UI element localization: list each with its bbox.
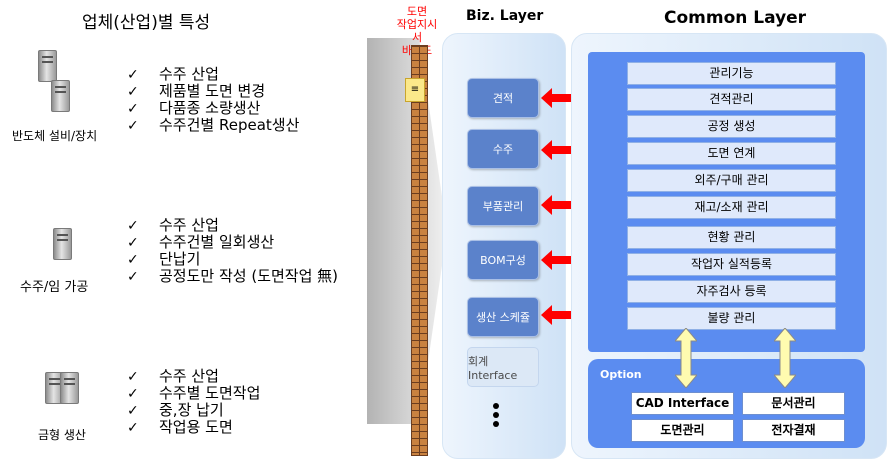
- list-item: ✓작업용 도면: [127, 418, 233, 437]
- more-dot: [493, 421, 499, 427]
- biz-schedule-button[interactable]: 생산 스케쥴: [467, 297, 539, 337]
- list-item: ✓다품종 소량생산: [127, 99, 261, 118]
- function-item[interactable]: 작업자 실적등록: [627, 253, 836, 276]
- vertical-double-arrow-icon: [774, 328, 796, 388]
- option-label: Option: [600, 368, 642, 381]
- double-arrow-icon: [541, 140, 587, 160]
- document-icon: ≡: [405, 78, 425, 102]
- segment-characteristics-list: ✓수주 산업 ✓수주별 도면작업 ✓중,장 납기 ✓작업용 도면: [127, 367, 261, 437]
- biz-order-button[interactable]: 수주: [467, 129, 539, 169]
- list-item: ✓수주별 도면작업: [127, 384, 261, 403]
- vertical-double-arrow-icon: [675, 328, 697, 388]
- check-icon: ✓: [127, 235, 139, 251]
- document-management-button[interactable]: 문서관리: [742, 392, 845, 415]
- server-icon: [38, 50, 78, 120]
- function-item[interactable]: 도면 연계: [627, 142, 836, 165]
- double-arrow-icon: [541, 88, 587, 108]
- function-item[interactable]: 공정 생성: [627, 115, 836, 138]
- function-item[interactable]: 자주검사 등록: [627, 280, 836, 303]
- double-arrow-icon: [541, 305, 587, 325]
- common-layer-title: Common Layer: [664, 8, 807, 28]
- check-icon: ✓: [127, 101, 139, 117]
- list-item: ✓공정도만 작성 (도면작업 無): [127, 267, 339, 286]
- industry-characteristics-title: 업체(산업)별 특성: [82, 13, 211, 33]
- check-icon: ✓: [127, 386, 139, 402]
- check-icon: ✓: [127, 403, 139, 419]
- more-dot: [493, 403, 499, 409]
- function-item[interactable]: 관리기능: [627, 62, 836, 85]
- list-item: ✓제품별 도면 변경: [127, 82, 266, 101]
- biz-layer-title: Biz. Layer: [466, 8, 544, 24]
- function-item[interactable]: 재고/소재 관리: [627, 196, 836, 219]
- function-item[interactable]: 현황 관리: [627, 226, 836, 249]
- biz-parts-button[interactable]: 부품관리: [467, 186, 539, 226]
- server-icon: [45, 368, 85, 410]
- list-item: ✓수주 산업: [127, 65, 219, 84]
- check-icon: ✓: [127, 269, 139, 285]
- e-approval-button[interactable]: 전자결재: [742, 419, 845, 442]
- function-item[interactable]: 외주/구매 관리: [627, 169, 836, 192]
- biz-accounting-interface-button[interactable]: 회계 Interface: [467, 347, 539, 387]
- list-item: ✓수주 산업: [127, 367, 219, 386]
- check-icon: ✓: [127, 420, 139, 436]
- check-icon: ✓: [127, 84, 139, 100]
- function-item[interactable]: 불량 관리: [627, 307, 836, 330]
- barcode-brick-strip: [411, 45, 428, 456]
- more-dot: [493, 412, 499, 418]
- check-icon: ✓: [127, 218, 139, 234]
- check-icon: ✓: [127, 252, 139, 268]
- segment-label-mold-production: 금형 생산: [38, 428, 86, 442]
- list-item: ✓수주건별 Repeat생산: [127, 116, 300, 135]
- biz-bom-button[interactable]: BOM구성: [467, 240, 539, 280]
- check-icon: ✓: [127, 67, 139, 83]
- double-arrow-icon: [541, 195, 587, 215]
- biz-estimate-button[interactable]: 견적: [467, 78, 539, 118]
- segment-label-contract-processing: 수주/임 가공: [20, 280, 89, 295]
- list-item: ✓수주건별 일회생산: [127, 233, 275, 252]
- list-item: ✓단납기: [127, 250, 201, 269]
- check-icon: ✓: [127, 369, 139, 385]
- drawing-management-button[interactable]: 도면관리: [631, 419, 734, 442]
- list-item: ✓중,장 납기: [127, 401, 224, 420]
- segment-label-semiconductor: 반도체 설비/장치: [12, 129, 98, 143]
- check-icon: ✓: [127, 118, 139, 134]
- segment-characteristics-list: ✓수주 산업 ✓제품별 도면 변경 ✓다품종 소량생산 ✓수주건별 Repeat…: [127, 65, 300, 135]
- cad-interface-button[interactable]: CAD Interface: [631, 392, 734, 415]
- list-item: ✓수주 산업: [127, 216, 219, 235]
- double-arrow-icon: [541, 250, 587, 270]
- segment-characteristics-list: ✓수주 산업 ✓수주건별 일회생산 ✓단납기 ✓공정도만 작성 (도면작업 無): [127, 216, 339, 286]
- server-icon: [53, 228, 73, 262]
- function-item[interactable]: 견적관리: [627, 88, 836, 111]
